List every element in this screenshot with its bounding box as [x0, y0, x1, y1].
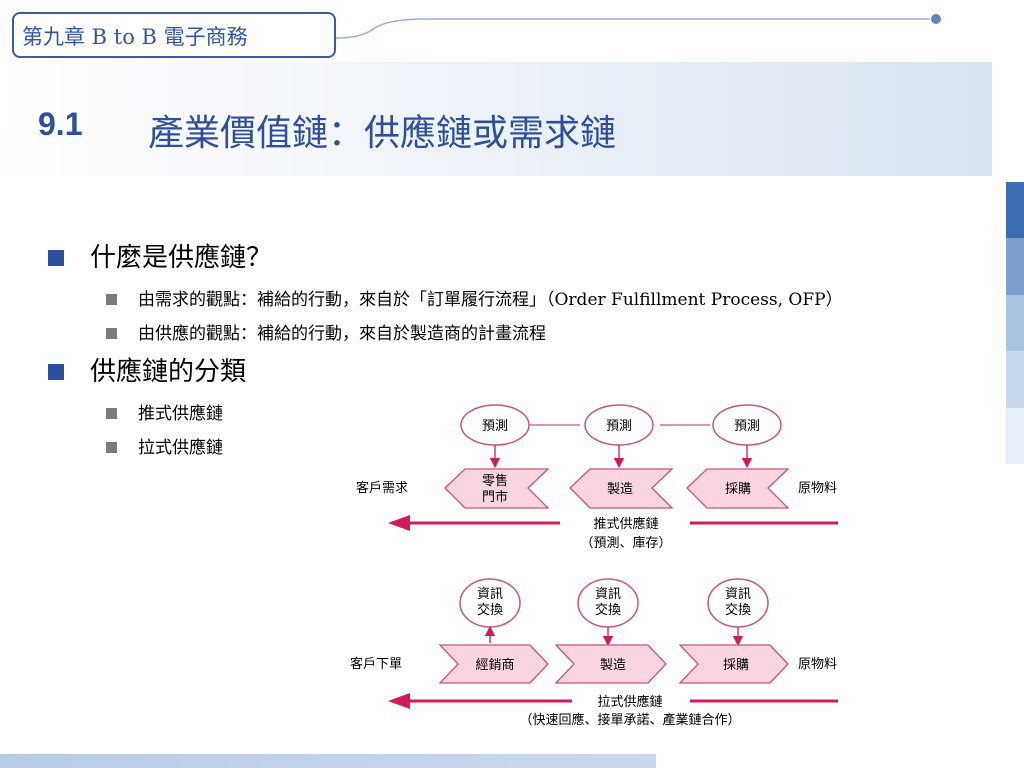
push-right-label: 原物料 — [798, 481, 837, 496]
push-left-label: 客戶需求 — [356, 480, 408, 496]
pull-right-label: 原物料 — [798, 657, 837, 672]
chapter-tab: 第九章 B to B 電子商務 — [12, 12, 336, 58]
svg-text:經銷商: 經銷商 — [475, 657, 514, 673]
pull-caption: 拉式供應鏈 — [597, 694, 662, 710]
svg-text:門市: 門市 — [482, 489, 508, 505]
slide-title: 產業價值鏈：供應鏈或需求鏈 — [148, 113, 617, 154]
svg-text:資訊: 資訊 — [477, 587, 503, 602]
svg-text:預測: 預測 — [734, 419, 760, 434]
svg-text:採購: 採購 — [723, 658, 749, 673]
sub-bullet-square-icon — [106, 328, 117, 339]
stage-procurement: 採購 — [686, 468, 790, 509]
push-caption: 推式供應鏈 — [593, 516, 658, 532]
stage-distributor: 經銷商 — [438, 644, 549, 684]
pull-caption-sub: （快速回應、接單承諾、產業鏈合作） — [519, 712, 740, 728]
forecast-node: 預測 — [584, 404, 654, 446]
svg-text:製造: 製造 — [600, 658, 626, 673]
right-color-strip — [1006, 182, 1024, 464]
bullet-list: 什麼是供應鏈？ 由需求的觀點：補給的行動，來自於「訂單履行流程」（Order F… — [48, 242, 978, 470]
supply-chain-diagram: 預測 預測 預測 客戶需求 零售 門市 製造 採購 原物料 — [350, 404, 838, 728]
svg-text:資訊: 資訊 — [595, 587, 621, 602]
sub-bullet-square-icon — [106, 408, 117, 419]
section-number: 9.1 — [38, 106, 83, 142]
bullet-supply-chain-types: 供應鏈的分類 — [48, 356, 978, 388]
svg-text:交換: 交換 — [595, 602, 621, 618]
svg-text:資訊: 資訊 — [725, 587, 751, 602]
bullet-what-is-supply-chain: 什麼是供應鏈？ — [48, 242, 978, 274]
info-exchange-node: 資訊 交換 — [459, 578, 521, 628]
push-caption-sub: （預測、庫存） — [580, 536, 671, 551]
sub-bullet-square-icon — [106, 294, 117, 305]
header-band — [0, 62, 992, 176]
svg-text:預測: 預測 — [482, 419, 508, 434]
pull-chain: 資訊 交換 資訊 交換 資訊 交換 客戶下單 經銷商 製造 採購 原物 — [350, 578, 838, 728]
svg-text:零售: 零售 — [482, 473, 508, 489]
line-end-dot-icon — [931, 14, 941, 24]
svg-text:採購: 採購 — [725, 482, 751, 497]
footer-band — [0, 754, 656, 768]
push-chain: 預測 預測 預測 客戶需求 零售 門市 製造 採購 原物料 — [356, 404, 838, 551]
info-exchange-node: 資訊 交換 — [707, 578, 769, 628]
svg-text:交換: 交換 — [477, 602, 503, 618]
stage-retail: 零售 門市 — [444, 468, 550, 509]
svg-text:製造: 製造 — [607, 482, 633, 497]
info-exchange-node: 資訊 交換 — [577, 578, 639, 628]
sub-bullet-square-icon — [106, 442, 117, 453]
svg-text:預測: 預測 — [606, 419, 632, 434]
stage-manufacturing: 製造 — [569, 468, 674, 509]
bullet-square-icon — [48, 364, 64, 380]
bullet-square-icon — [48, 250, 64, 266]
stage-manufacturing: 製造 — [554, 644, 667, 684]
stage-procurement: 採購 — [678, 644, 789, 684]
sub-bullet: 拉式供應鏈 — [48, 436, 978, 460]
sub-bullet: 推式供應鏈 — [48, 402, 978, 426]
pull-left-label: 客戶下單 — [350, 656, 402, 672]
svg-text:交換: 交換 — [725, 602, 751, 618]
push-direction-arrow — [388, 515, 838, 531]
sub-bullet: 由供應的觀點：補給的行動，來自於製造商的計畫流程 — [48, 322, 978, 346]
header-line-decoration — [335, 14, 941, 39]
forecast-node: 預測 — [460, 404, 530, 446]
pull-direction-arrow — [388, 693, 838, 709]
forecast-node: 預測 — [712, 404, 782, 446]
sub-bullet: 由需求的觀點：補給的行動，來自於「訂單履行流程」（Order Fulfillme… — [48, 288, 978, 312]
